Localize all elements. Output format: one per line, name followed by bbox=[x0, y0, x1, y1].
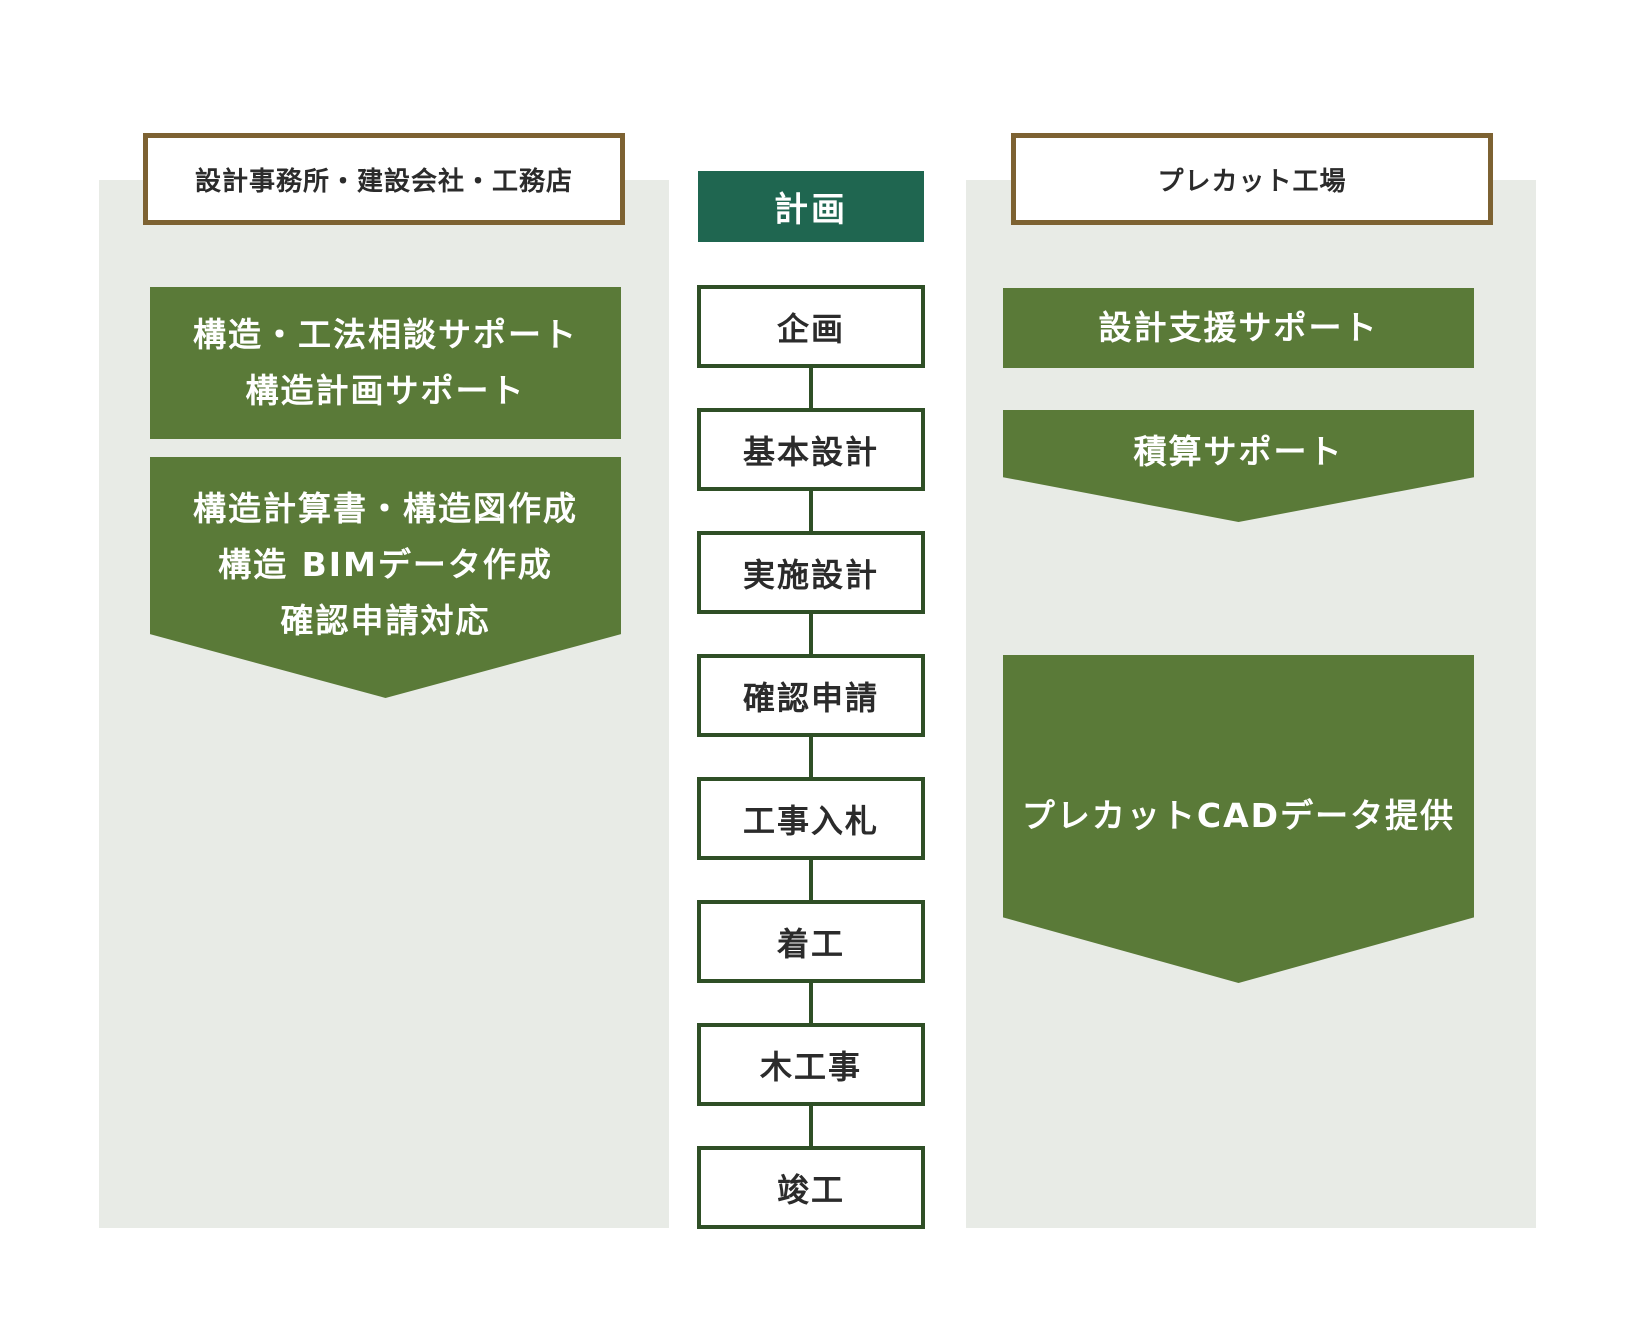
block-line: 構造・工法相談サポート bbox=[193, 315, 578, 354]
left-block-consulting: 構造・工法相談サポート 構造計画サポート bbox=[150, 287, 621, 439]
right-block-precut-cad: プレカットCADデータ提供 bbox=[1003, 655, 1474, 983]
left-column-header: 設計事務所・建設会社・工務店 bbox=[143, 133, 625, 225]
right-block-design-support: 設計支援サポート bbox=[1003, 288, 1474, 368]
step-box: 着工 bbox=[697, 900, 925, 983]
block-line: 積算サポート bbox=[1133, 432, 1344, 471]
block-line: 構造 BIMデータ作成 bbox=[218, 545, 553, 584]
step-box: 竣工 bbox=[697, 1146, 925, 1229]
step-box: 実施設計 bbox=[697, 531, 925, 614]
block-line: プレカットCADデータ提供 bbox=[1021, 796, 1456, 835]
step-box: 基本設計 bbox=[697, 408, 925, 491]
block-line: 設計支援サポート bbox=[1098, 308, 1379, 347]
step-connector-line bbox=[809, 368, 813, 1158]
block-line: 構造計画サポート bbox=[245, 371, 526, 410]
step-box: 企画 bbox=[697, 285, 925, 368]
plan-header: 計画 bbox=[698, 171, 924, 242]
step-box: 確認申請 bbox=[697, 654, 925, 737]
block-line: 確認申請対応 bbox=[280, 601, 491, 640]
step-box: 木工事 bbox=[697, 1023, 925, 1106]
right-column-header: プレカット工場 bbox=[1011, 133, 1493, 225]
step-box: 工事入札 bbox=[697, 777, 925, 860]
block-line: 構造計算書・構造図作成 bbox=[193, 489, 578, 528]
